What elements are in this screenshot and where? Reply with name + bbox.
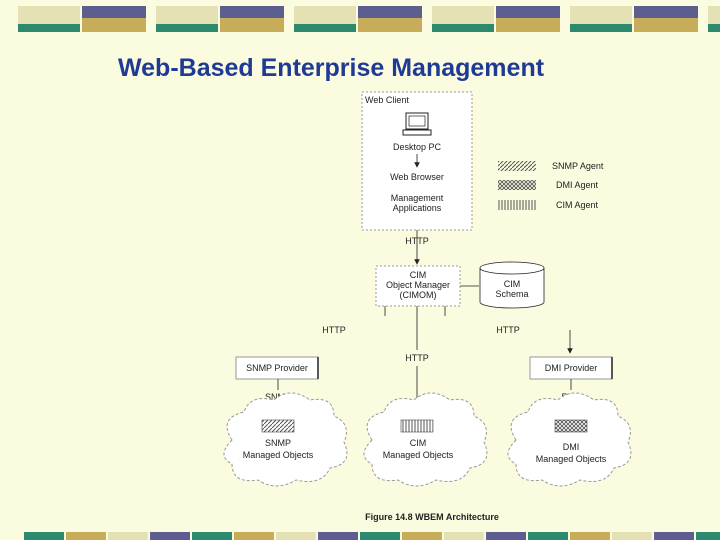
snmp-cloud-label-1: SNMP — [265, 438, 291, 448]
band-tile — [528, 532, 568, 540]
band-tile — [276, 532, 316, 540]
band-tile — [234, 532, 274, 540]
band-tile — [18, 6, 80, 18]
band-tile — [156, 24, 218, 32]
agent-legend: SNMP Agent DMI Agent CIM Agent — [498, 161, 604, 210]
band-tile — [432, 24, 494, 32]
band-tile — [708, 24, 720, 32]
cim-schema-cylinder: CIM Schema — [479, 261, 545, 309]
legend-snmp-swatch — [498, 161, 536, 171]
band-tile — [108, 532, 148, 540]
band-tile — [358, 24, 422, 32]
cimom-label-2: Object Manager — [386, 280, 450, 290]
management-apps-label-2: Applications — [393, 203, 442, 213]
dmi-provider-label: DMI Provider — [545, 363, 598, 373]
dmi-agent-block — [554, 419, 588, 433]
http-label-left: HTTP — [322, 325, 346, 335]
band-tile — [360, 532, 400, 540]
band-tile — [82, 6, 146, 18]
band-tile — [18, 18, 80, 24]
top-decorative-band — [0, 0, 720, 34]
snmp-provider-box: SNMP Provider — [235, 356, 319, 380]
web-browser-label: Web Browser — [390, 172, 444, 182]
snmp-agent-block — [261, 419, 295, 433]
cim-cloud-label-1: CIM — [410, 438, 427, 448]
band-tile — [358, 18, 422, 24]
band-tile — [294, 6, 356, 18]
band-tile — [496, 6, 560, 18]
bottom-decorative-band — [0, 532, 720, 540]
legend-cim-label: CIM Agent — [556, 200, 599, 210]
snmp-managed-objects-cloud: SNMP Managed Objects — [223, 392, 348, 487]
band-tile — [634, 6, 698, 18]
band-tile — [696, 532, 720, 540]
band-tile — [570, 532, 610, 540]
band-tile — [634, 18, 698, 24]
band-tile — [24, 532, 64, 540]
desktop-pc-label: Desktop PC — [393, 142, 442, 152]
band-tile — [18, 24, 80, 32]
band-tile — [66, 532, 106, 540]
band-tile — [708, 18, 720, 24]
snmp-provider-label: SNMP Provider — [246, 363, 308, 373]
cim-cloud-label-2: Managed Objects — [383, 450, 454, 460]
band-tile — [486, 532, 526, 540]
cim-schema-label-1: CIM — [504, 279, 521, 289]
band-tile — [496, 24, 560, 32]
band-tile — [612, 532, 652, 540]
band-tile — [358, 6, 422, 18]
band-tile — [156, 6, 218, 18]
cimom-label-3: (CIMOM) — [400, 290, 437, 300]
band-tile — [432, 18, 494, 24]
dmi-cloud-label-1: DMI — [563, 442, 580, 452]
band-tile — [318, 532, 358, 540]
management-apps-label-1: Management — [391, 193, 444, 203]
band-tile — [708, 6, 720, 18]
web-client-header: Web Client — [365, 95, 409, 105]
band-tile — [82, 18, 146, 24]
band-tile — [570, 6, 632, 18]
band-tile — [294, 24, 356, 32]
band-tile — [294, 18, 356, 24]
cimom-box: CIM Object Manager (CIMOM) — [375, 265, 461, 307]
http-label-right: HTTP — [496, 325, 520, 335]
band-tile — [444, 532, 484, 540]
band-tile — [432, 6, 494, 18]
band-tile — [654, 532, 694, 540]
dmi-managed-objects-cloud: DMI Managed Objects — [507, 392, 632, 487]
dmi-provider-box: DMI Provider — [529, 356, 613, 380]
cim-managed-objects-cloud: CIM Managed Objects — [363, 392, 488, 487]
cim-schema-label-2: Schema — [495, 289, 528, 299]
cimom-label-1: CIM — [410, 270, 427, 280]
band-tile — [496, 18, 560, 24]
desktop-pc-icon — [402, 112, 432, 136]
band-tile — [156, 18, 218, 24]
band-tile — [570, 18, 632, 24]
dmi-cloud-label-2: Managed Objects — [536, 454, 607, 464]
band-tile — [220, 6, 284, 18]
legend-dmi-label: DMI Agent — [556, 180, 599, 190]
http-label-mid: HTTP — [405, 353, 429, 363]
band-tile — [570, 24, 632, 32]
band-tile — [192, 532, 232, 540]
band-tile — [220, 24, 284, 32]
web-client-box: Web Client Desktop PC Web Browser Manage… — [361, 91, 473, 231]
band-tile — [82, 24, 146, 32]
band-tile — [402, 532, 442, 540]
legend-snmp-label: SNMP Agent — [552, 161, 604, 171]
band-tile — [634, 24, 698, 32]
band-tile — [150, 532, 190, 540]
snmp-cloud-label-2: Managed Objects — [243, 450, 314, 460]
band-tile — [220, 18, 284, 24]
legend-cim-swatch — [498, 200, 536, 210]
cim-agent-block — [400, 419, 434, 433]
legend-dmi-swatch — [498, 180, 536, 190]
slide-title: Web-Based Enterprise Management — [118, 54, 545, 82]
figure-caption: Figure 14.8 WBEM Architecture — [365, 512, 499, 522]
